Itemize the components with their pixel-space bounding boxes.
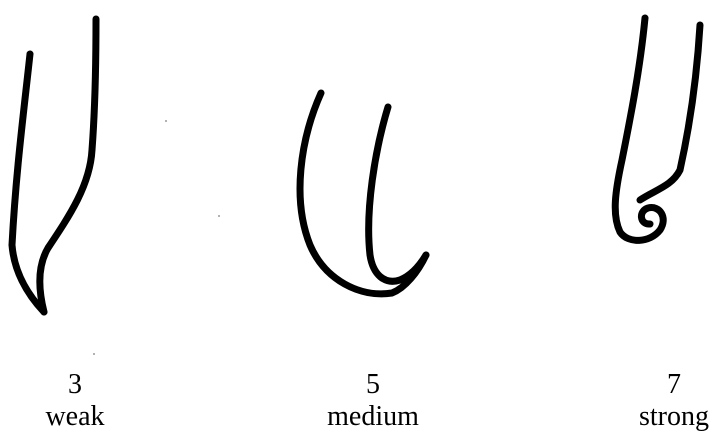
strong-hook-left-stroke [611, 14, 667, 244]
medium-hook-drawing [296, 89, 430, 298]
speck [218, 215, 220, 217]
weak-hook-right-stroke [36, 15, 100, 316]
caption-weak: 3 weak [0, 369, 150, 433]
strong-hook-drawing [611, 14, 704, 244]
caption-strong: 7 strong [599, 369, 717, 433]
weak-hook-drawing [8, 15, 100, 316]
medium-hook-outer-stroke [296, 89, 430, 298]
strength-label: weak [45, 401, 105, 432]
speck [93, 353, 95, 355]
speck [165, 120, 167, 122]
strength-label: medium [327, 401, 419, 432]
weak-hook-left-stroke [8, 50, 48, 316]
caption-medium: 5 medium [298, 369, 448, 433]
medium-hook-inner-stroke [365, 103, 430, 285]
score-label: 3 [68, 369, 82, 400]
score-label: 5 [366, 369, 380, 400]
strong-hook-right-stroke [636, 21, 704, 204]
score-label: 7 [667, 369, 681, 400]
strength-label: strong [639, 401, 709, 432]
